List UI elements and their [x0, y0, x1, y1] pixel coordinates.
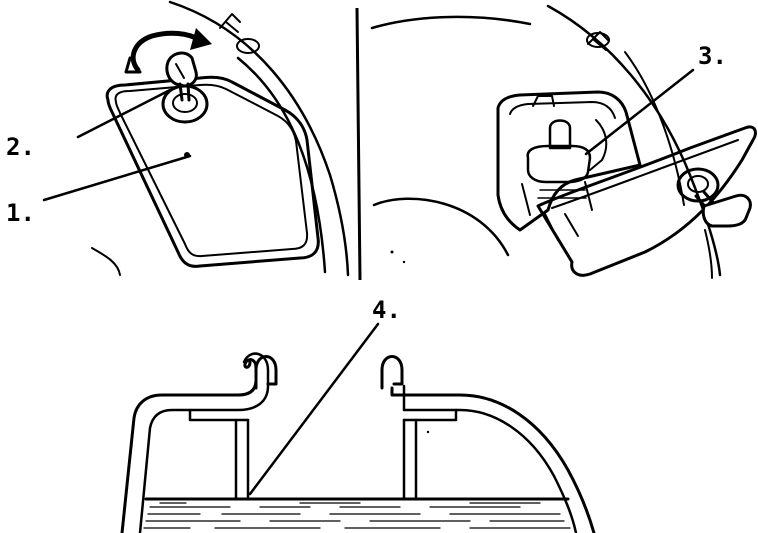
- body-contour-inner: [236, 56, 327, 274]
- filler-hook-left: [254, 355, 278, 390]
- callout-3: 3.: [698, 42, 727, 70]
- leader-line-1: [42, 154, 192, 202]
- callout-4: 4.: [372, 296, 401, 324]
- turn-arrow-icon: [130, 30, 203, 73]
- lock-cylinder-inner: [172, 93, 198, 113]
- leader-line-2: [76, 88, 172, 139]
- tank-shell-inner-right: [402, 384, 578, 533]
- panel-divider: [355, 7, 362, 281]
- fuel-recess-outer: [496, 90, 642, 232]
- key-shaft: [178, 82, 191, 102]
- neck-tube-right: [402, 418, 418, 500]
- open-flap-outer: [536, 125, 757, 277]
- callout-1: 1.: [6, 199, 35, 227]
- body-arc-top: [370, 15, 532, 30]
- leader-line-4: [248, 322, 380, 496]
- neck-collar-left: [188, 408, 250, 422]
- key-groove: [175, 63, 185, 79]
- body-line-bottom: [704, 229, 713, 279]
- body-contour-lower-left: [372, 197, 510, 257]
- neck-collar-right: [402, 408, 458, 422]
- fuel-cap-body: [526, 144, 592, 184]
- emblem-oval: [236, 38, 260, 54]
- fuel-cap-handle: [548, 119, 572, 150]
- open-key-head: [701, 193, 752, 228]
- body-contour-lower: [91, 247, 121, 276]
- body-contour-right-inner: [624, 51, 685, 206]
- fuel-recess-inner: [509, 101, 616, 119]
- key-head: [165, 51, 198, 88]
- fuel-hatching: [143, 502, 571, 529]
- callout-2: 2.: [6, 133, 35, 161]
- turn-arrowhead-icon: [190, 28, 212, 50]
- open-flap-inner: [551, 139, 739, 209]
- dot-speck-2: [402, 260, 406, 264]
- tank-shell-inner: [138, 352, 270, 533]
- tank-shell-outer-right: [390, 386, 596, 533]
- dot-speck: [390, 250, 394, 254]
- panel-top-left: [42, 0, 350, 277]
- open-lock-cylinder: [676, 167, 720, 203]
- panel-top-right: [370, 4, 757, 279]
- neck-tube-left: [234, 418, 250, 500]
- dot-speck-3: [426, 430, 430, 434]
- cap-tether: [589, 119, 608, 171]
- filler-hook-right: [380, 355, 404, 390]
- open-lock-core: [687, 175, 709, 193]
- emblem-oval-right: [586, 32, 610, 48]
- panel-bottom: [120, 322, 596, 533]
- turn-arrow-tail: [124, 56, 142, 74]
- recess-notch: [532, 95, 555, 107]
- body-contour-outer: [168, 0, 350, 277]
- leader-line-3: [584, 68, 695, 156]
- emblem-mark: [219, 13, 241, 33]
